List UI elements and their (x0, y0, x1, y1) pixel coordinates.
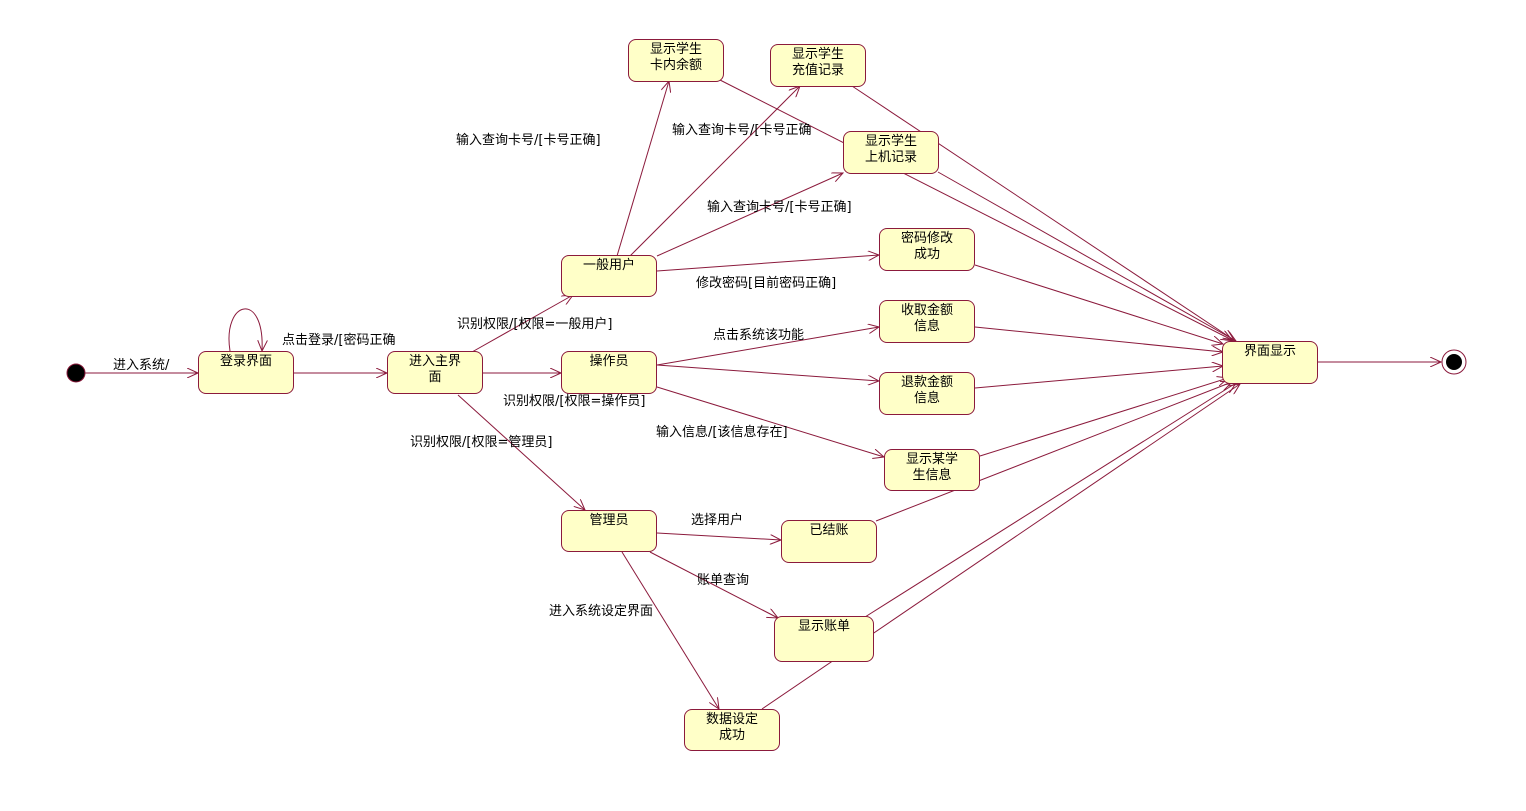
label-enter-system: 进入系统/ (113, 358, 170, 373)
label-query-card-3: 输入查询卡号/[卡号正确] (707, 200, 852, 215)
final-state-node-dot (1446, 354, 1462, 370)
state-bill: 显示账单 (774, 616, 874, 662)
label-input-info: 输入信息/[该信息存在] (656, 425, 788, 440)
transition-to-recharge (629, 86, 800, 257)
state-normal-user: 一般用户 (561, 255, 657, 297)
state-recharge: 显示学生 充值记录 (770, 44, 866, 87)
label-role-admin: 识别权限/[权限=管理员] (410, 435, 553, 450)
transition-to-bill (649, 551, 778, 618)
transition-recharge-display (851, 85, 1234, 340)
transition-to-balance (616, 81, 669, 257)
label-click-login: 点击登录/[密码正确 (282, 333, 396, 348)
state-collect: 收取金额 信息 (879, 300, 975, 343)
state-login: 登录界面 (198, 351, 294, 394)
state-pwd-ok: 密码修改 成功 (879, 228, 975, 271)
state-operator: 操作员 (561, 351, 657, 394)
state-online: 显示学生 上机记录 (843, 131, 939, 174)
state-display: 界面显示 (1222, 341, 1318, 384)
transition-to-refund (656, 364, 879, 381)
state-stu-info: 显示某学 生信息 (884, 449, 980, 491)
state-admin: 管理员 (561, 510, 657, 552)
label-role-operator: 识别权限/[权限=操作员] (503, 394, 646, 409)
label-role-normal: 识别权限/[权限=一般用户] (457, 317, 613, 332)
initial-state-node (66, 363, 86, 383)
label-change-pwd: 修改密码[目前密码正确] (696, 276, 837, 291)
transition-to-pwd-ok (656, 255, 879, 272)
label-bill-query: 账单查询 (697, 573, 750, 588)
transition-to-stu-info (656, 386, 884, 457)
transition-to-settled (656, 532, 781, 540)
label-query-card-2: 输入查询卡号/[卡号正确 (672, 123, 812, 138)
label-enter-setting: 进入系统设定界面 (549, 604, 654, 619)
transition-login-self-loop (228, 308, 262, 351)
transition-collect-display (974, 326, 1223, 352)
state-settled: 已结账 (781, 520, 877, 563)
transition-to-collect (656, 327, 879, 366)
transition-to-online (656, 173, 843, 257)
state-data-set: 数据设定 成功 (684, 709, 780, 751)
transition-to-admin (457, 394, 585, 510)
transition-bill-display (864, 383, 1236, 618)
label-click-func: 点击系统该功能 (713, 328, 805, 343)
transition-pwd-display (974, 264, 1223, 344)
state-balance: 显示学生 卡内余额 (628, 39, 724, 82)
label-query-card-1: 输入查询卡号/[卡号正确] (456, 133, 601, 148)
state-refund: 退款金额 信息 (879, 372, 975, 415)
state-main: 进入主界 面 (387, 351, 483, 394)
transition-online-display (937, 171, 1236, 341)
transition-balance-display (719, 79, 1232, 340)
transition-to-data-set (621, 551, 719, 709)
transition-settled-display (875, 382, 1232, 522)
transition-refund-display (974, 366, 1223, 389)
transition-stu-info-display (979, 378, 1228, 457)
transition-to-normal-user (471, 295, 573, 353)
label-select-user: 选择用户 (691, 513, 744, 528)
